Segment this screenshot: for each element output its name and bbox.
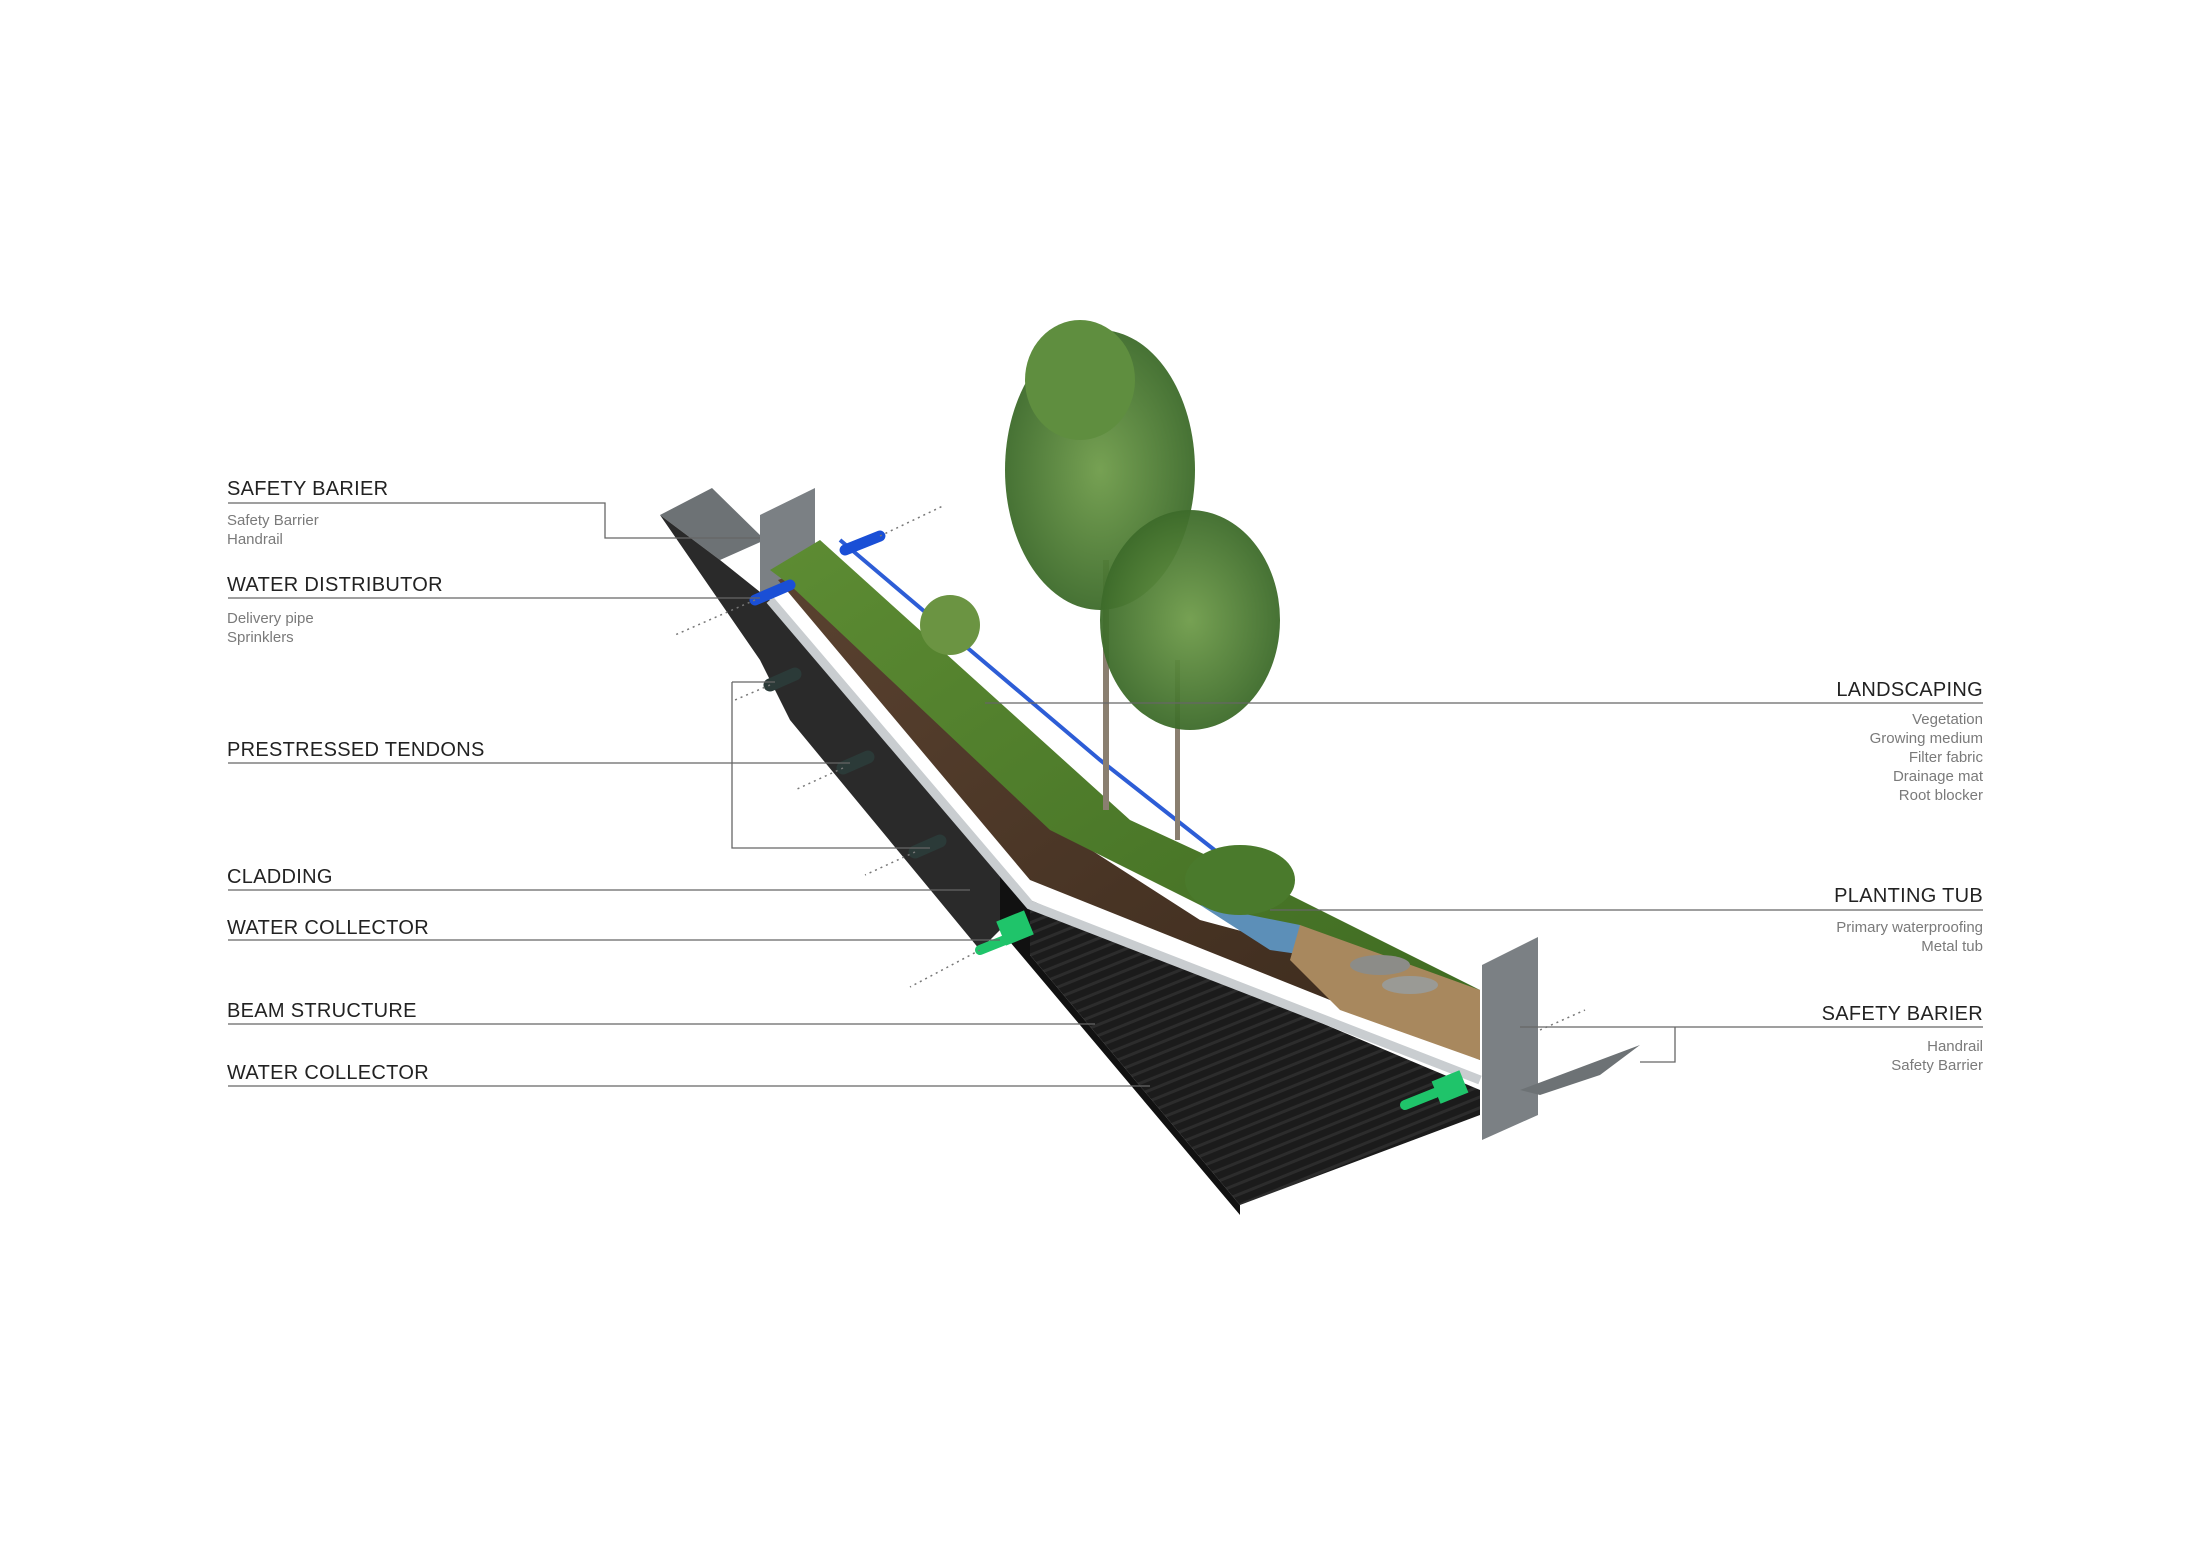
label-prestressed-tendons: PRESTRESSED TENDONS	[227, 739, 485, 761]
sublabels-safety-barier-right: Handrail Safety Barrier	[1891, 1037, 1983, 1075]
sublabel-handrail: Handrail	[1927, 1038, 1983, 1055]
sublabel-delivery-pipe: Delivery pipe	[227, 610, 314, 627]
sublabel-safety-barrier: Safety Barrier	[227, 512, 319, 529]
sublabels-planting-tub: Primary waterproofing Metal tub	[1836, 918, 1983, 956]
stepping-stone	[1382, 976, 1438, 994]
tree-canopy	[1025, 320, 1135, 440]
label-water-collector-1: WATER COLLECTOR	[227, 917, 429, 939]
sublabel-sprinklers: Sprinklers	[227, 629, 294, 646]
tree-trunk	[1175, 660, 1180, 840]
safety-barrier-right-plate	[1482, 937, 1538, 1140]
water-collector-block	[1431, 1070, 1469, 1104]
water-collector-pipe	[1400, 1088, 1440, 1110]
safety-barrier-left-plate	[660, 488, 765, 560]
beam-structure-body	[1030, 900, 1480, 1205]
label-planting-tub: PLANTING TUB	[1834, 885, 1983, 907]
tendon	[908, 834, 947, 859]
sublabel-primary-waterproofing: Primary waterproofing	[1836, 919, 1983, 936]
label-safety-barier-right: SAFETY BARIER	[1821, 1003, 1983, 1025]
shrub	[920, 595, 980, 655]
leader-lines-right	[985, 702, 1983, 1063]
sublabel-handrail: Handrail	[227, 531, 283, 548]
tendon	[763, 667, 802, 692]
label-safety-barier-left: SAFETY BARIER	[227, 478, 389, 500]
delivery-pipe	[839, 530, 886, 556]
sublabels-safety-barier-left: Safety Barrier Handrail	[227, 511, 319, 549]
tree-trunk	[1103, 560, 1109, 810]
water-collector-pipe	[975, 935, 1010, 955]
handrail-right-plate	[1520, 1045, 1640, 1095]
sublabel-filter-fabric: Filter fabric	[1908, 749, 1983, 766]
sublabels-water-distributor: Delivery pipe Sprinklers	[227, 609, 314, 647]
dotted-guides	[674, 504, 1586, 1031]
stepping-stone	[1350, 955, 1410, 975]
label-beam-structure: BEAM STRUCTURE	[227, 1000, 417, 1022]
sublabel-metal-tub: Metal tub	[1921, 938, 1983, 955]
gravel-bed	[1290, 925, 1480, 1060]
cladding-line	[766, 597, 1482, 1085]
sublabel-drainage-mat: Drainage mat	[1892, 768, 1983, 785]
tendon	[836, 750, 875, 775]
sublabel-safety-barrier: Safety Barrier	[1891, 1057, 1983, 1074]
sprinkler-pipe	[749, 579, 796, 606]
shrub	[1185, 845, 1295, 915]
sublabel-vegetation: Vegetation	[1912, 711, 1983, 728]
label-water-collector-2: WATER COLLECTOR	[227, 1062, 429, 1084]
sublabel-root-blocker: Root blocker	[1898, 787, 1983, 804]
sublabel-growing-medium: Growing medium	[1869, 730, 1983, 747]
vegetation-grass-layer	[770, 540, 1480, 1010]
label-landscaping: LANDSCAPING	[1836, 679, 1983, 701]
label-water-distributor: WATER DISTRIBUTOR	[227, 574, 443, 596]
sublabels-landscaping: Vegetation Growing medium Filter fabric …	[1870, 710, 1983, 805]
tree-canopy	[1100, 510, 1280, 730]
leader-lines-left	[228, 502, 1150, 1087]
label-cladding: CLADDING	[227, 866, 333, 888]
